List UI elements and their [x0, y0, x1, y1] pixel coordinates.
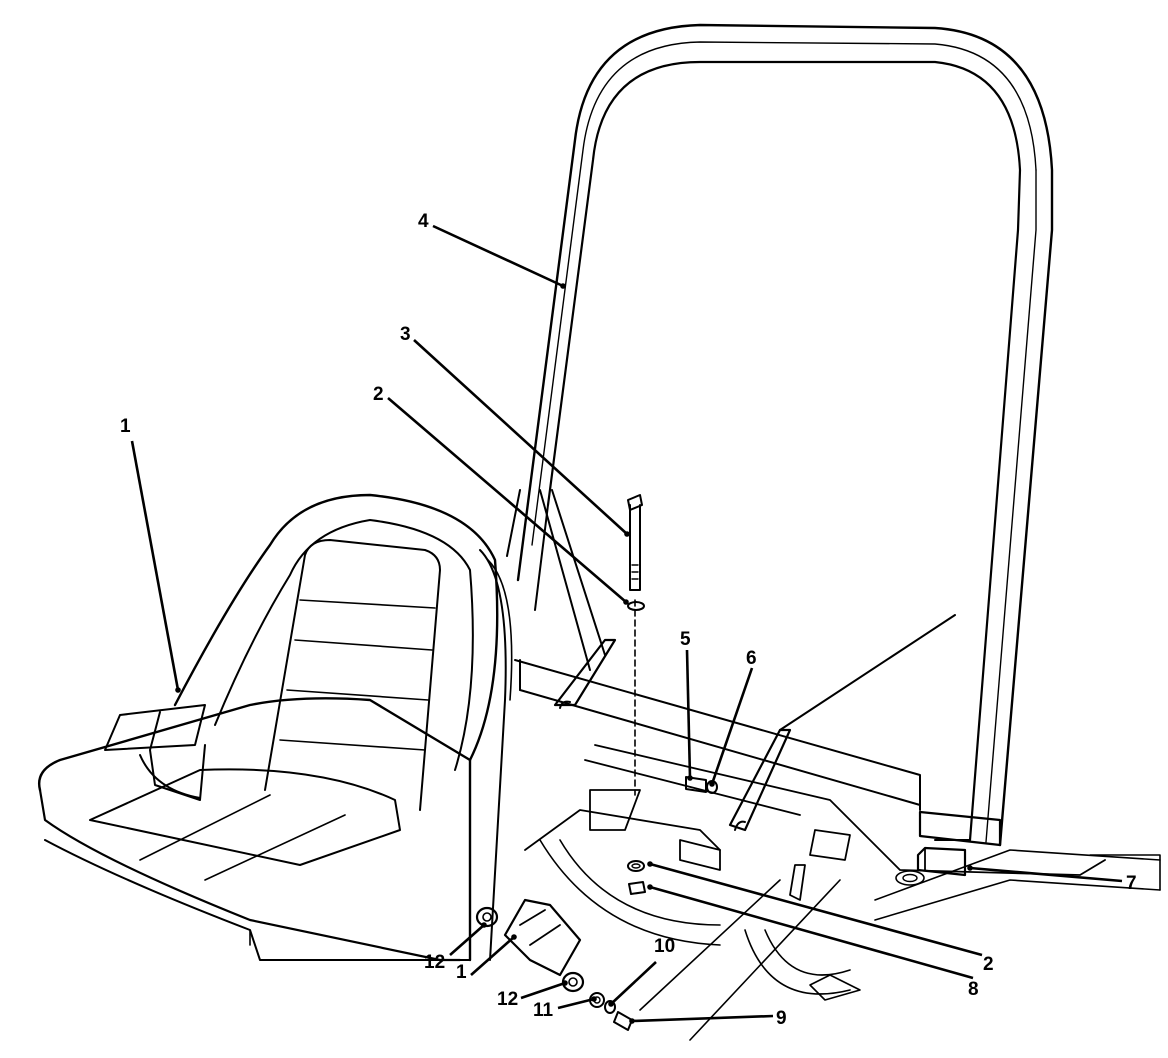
roll-bar [506, 23, 1054, 847]
callout-2-lower: 2 [983, 954, 994, 975]
leader-3 [413, 339, 628, 535]
callout-10: 10 [654, 936, 675, 957]
bolt-3 [627, 494, 643, 796]
callout-7: 7 [1126, 873, 1137, 894]
leader-lines [130, 224, 1123, 1023]
leader-2b [649, 862, 983, 957]
leader-8 [649, 885, 974, 980]
leader-5 [685, 649, 692, 779]
leader-10 [610, 961, 657, 1005]
leader-1a [130, 440, 180, 691]
callout-3: 3 [400, 324, 411, 345]
leader-12b [520, 981, 566, 1000]
leader-12a [449, 924, 485, 956]
leader-9 [631, 1014, 774, 1023]
washer-2 [627, 601, 645, 611]
callout-4: 4 [418, 211, 429, 232]
callout-2-upper: 2 [373, 384, 384, 405]
leader-6 [710, 667, 754, 785]
callout-labels: 1 1 2 2 3 4 5 6 7 8 9 10 11 12 12 [120, 211, 1137, 1029]
callout-12-right: 12 [497, 989, 518, 1010]
cross-member [514, 638, 1161, 1041]
leader-2a [387, 397, 627, 603]
seat [38, 493, 513, 962]
callout-9: 9 [776, 1008, 787, 1029]
callout-8: 8 [968, 979, 979, 1000]
callout-12-left: 12 [424, 952, 445, 973]
callout-1-bracket: 1 [456, 962, 467, 983]
leader-4 [432, 224, 564, 288]
leader-11 [557, 997, 595, 1010]
leader-1b [470, 936, 515, 976]
leader-dots [175, 283, 973, 1024]
callout-6: 6 [746, 648, 757, 669]
callout-11: 11 [533, 1000, 554, 1021]
callout-5: 5 [680, 629, 691, 650]
hardware [475, 776, 718, 1031]
callout-1-seat: 1 [120, 416, 131, 437]
leader-7 [969, 866, 1123, 883]
